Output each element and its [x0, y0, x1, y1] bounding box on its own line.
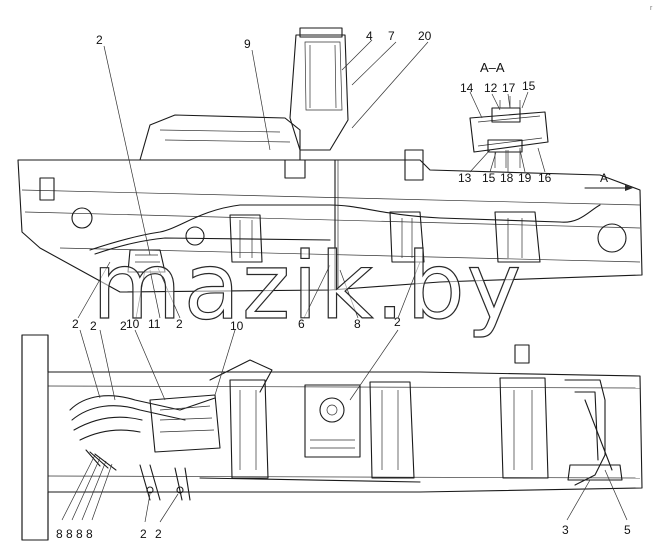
- label-sec-15a: 15: [522, 79, 536, 93]
- label-low-10: 10: [230, 319, 244, 333]
- upper-side-view: [17, 27, 643, 293]
- label-sec-19: 19: [518, 171, 532, 185]
- upper-frame-rail: [17, 159, 643, 293]
- label-mid-10a: 10: [126, 317, 140, 331]
- label-bot-5: 5: [624, 523, 631, 537]
- callout-labels: 2 9 4 7 20 А–А 14 12 17 15 13 15 18 19 1…: [56, 29, 631, 541]
- label-mid-2a: 2: [72, 317, 79, 331]
- label-top-7: 7: [388, 29, 395, 43]
- label-mid-11: 11: [148, 317, 161, 331]
- label-top-2: 2: [96, 33, 103, 47]
- upper-vertical-unit: [289, 34, 349, 151]
- label-top-20: 20: [418, 29, 432, 43]
- lower-right-harness: [564, 379, 606, 486]
- upper-cab-outline: [139, 114, 301, 161]
- label-mid-2b: 2: [176, 317, 183, 331]
- section-title: А–А: [480, 60, 505, 75]
- label-bot-2a: 2: [140, 527, 147, 541]
- label-sec-13: 13: [458, 171, 472, 185]
- lower-plan-view: [21, 334, 643, 541]
- label-mid-6: 6: [298, 317, 305, 331]
- label-sec-16: 16: [538, 171, 552, 185]
- label-sec-14: 14: [460, 81, 474, 95]
- arrow-marker: А: [600, 171, 608, 185]
- label-bot-8b: 8: [66, 527, 73, 541]
- upper-harness: [89, 204, 601, 251]
- label-bot-8d: 8: [86, 527, 93, 541]
- label-sec-18: 18: [500, 171, 514, 185]
- label-bot-8c: 8: [76, 527, 83, 541]
- section-a-a: [469, 96, 549, 168]
- label-bot-2b: 2: [155, 527, 162, 541]
- leader-lines: [61, 39, 628, 523]
- label-sec-17: 17: [502, 81, 516, 95]
- corner-mark: r: [650, 5, 653, 12]
- label-low-2a: 2: [90, 319, 97, 333]
- label-sec-15b: 15: [482, 171, 496, 185]
- label-mid-2c: 2: [394, 315, 401, 329]
- lower-frame-outline: [21, 334, 643, 541]
- label-sec-12: 12: [484, 81, 498, 95]
- label-bot-3: 3: [562, 523, 569, 537]
- label-low-2b: 2: [120, 319, 127, 333]
- label-mid-8: 8: [354, 317, 361, 331]
- watermark-text: mazik.by: [92, 233, 523, 340]
- lower-left-harness: [69, 395, 216, 411]
- label-top-9: 9: [244, 37, 251, 51]
- label-bot-8a: 8: [56, 527, 63, 541]
- label-top-4: 4: [366, 29, 373, 43]
